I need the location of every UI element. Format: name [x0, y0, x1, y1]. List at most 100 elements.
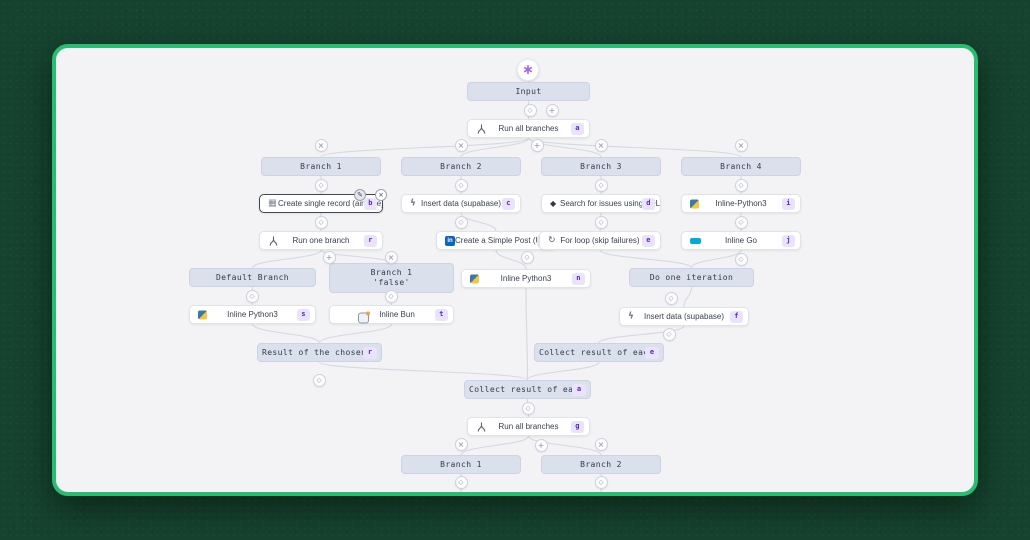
close-connector-icon[interactable]: ×	[594, 437, 608, 451]
close-connector-icon[interactable]: ×	[314, 138, 328, 152]
node-label: Run all branches	[498, 422, 559, 431]
diamond-connector-icon[interactable]: ◇	[312, 373, 326, 387]
node-label: Collect result of each iterat	[539, 347, 647, 357]
flow-edge	[525, 287, 529, 381]
node-label: Run one branch	[292, 236, 350, 245]
plus-connector-icon[interactable]: +	[322, 250, 336, 264]
close-connector-icon[interactable]: ×	[384, 250, 398, 264]
node-run-all-2[interactable]: Run all branches g	[467, 417, 590, 436]
node-label: Create a Simple Post (User) (...	[455, 236, 555, 245]
diamond-connector-icon[interactable]: ◇	[664, 291, 678, 305]
diamond-connector-icon[interactable]: ◇	[594, 475, 608, 489]
duplicate-button[interactable]: ✎	[354, 188, 366, 201]
diamond-connector-icon[interactable]: ◇	[734, 215, 748, 229]
diamond-connector-icon[interactable]: ◇	[384, 289, 398, 303]
node-label: Create single record (airtable)	[278, 199, 382, 208]
flow-edge	[251, 323, 321, 344]
node-pys[interactable]: Inline Python3 s	[189, 305, 316, 324]
flow-edge	[460, 137, 530, 158]
diamond-connector-icon[interactable]: ◇	[454, 215, 468, 229]
diamond-connector-icon[interactable]: ◇	[523, 103, 537, 117]
node-collectbranch[interactable]: Collect result of each brancha	[464, 380, 591, 399]
node-forloop[interactable]: ↻For loop (skip failures)e	[539, 231, 661, 250]
step-badge: r	[363, 346, 377, 359]
step-badge: f	[729, 310, 743, 323]
node-bb2h[interactable]: Branch 2	[541, 455, 661, 474]
node-input[interactable]: Input	[467, 82, 590, 101]
flow-edge	[318, 323, 393, 344]
flow-edge	[690, 249, 742, 269]
node-label: Default Branch	[215, 272, 290, 282]
diamond-connector-icon[interactable]: ◇	[734, 178, 748, 192]
node-label: Input	[515, 86, 542, 96]
plus-connector-icon[interactable]: +	[534, 438, 548, 452]
close-connector-icon[interactable]: ×	[734, 138, 748, 152]
node-b4h[interactable]: Branch 4	[681, 157, 801, 176]
python-icon	[690, 199, 699, 208]
close-connector-icon[interactable]: ×	[594, 138, 608, 152]
sparkle-icon: ∗	[522, 62, 534, 78]
node-bb1h[interactable]: Branch 1	[401, 455, 521, 474]
node-label: Do one iteration	[649, 272, 734, 282]
node-label: Branch 1	[370, 268, 413, 277]
diamond-connector-icon[interactable]: ◇	[245, 289, 259, 303]
node-label: Inline Bun	[379, 310, 415, 319]
jira-icon: ◆	[550, 198, 557, 208]
go-icon	[690, 237, 701, 244]
flow-edge	[598, 325, 685, 344]
diamond-connector-icon[interactable]: ◇	[594, 178, 608, 192]
diamond-connector-icon[interactable]: ◇	[454, 178, 468, 192]
diamond-connector-icon[interactable]: ◇	[454, 475, 468, 489]
plus-connector-icon[interactable]: +	[530, 138, 544, 152]
node-trigger[interactable]: ∗	[517, 59, 539, 81]
node-b1false[interactable]: Branch 1'false'	[329, 263, 454, 293]
flow-edge	[527, 80, 530, 83]
diamond-connector-icon[interactable]: ◇	[662, 327, 676, 341]
plus-connector-icon[interactable]: +	[545, 103, 559, 117]
diamond-connector-icon[interactable]: ◇	[521, 401, 535, 415]
python-icon	[470, 274, 479, 283]
diamond-connector-icon[interactable]: ◇	[314, 215, 328, 229]
node-collectiter[interactable]: Collect result of each iterate	[534, 343, 664, 362]
diamond-connector-icon[interactable]: ◇	[594, 215, 608, 229]
step-badge: j	[781, 234, 795, 247]
diamond-connector-icon[interactable]: ◇	[520, 250, 534, 264]
branch-split-icon	[476, 421, 487, 432]
step-badge: s	[296, 308, 310, 321]
diamond-connector-icon[interactable]: ◇	[734, 252, 748, 266]
flow-edge	[251, 249, 322, 269]
node-defaulth[interactable]: Default Branch	[189, 268, 316, 287]
flow-edge	[320, 137, 530, 158]
step-badge: e	[645, 346, 659, 359]
close-connector-icon[interactable]: ×	[454, 437, 468, 451]
node-label: Inline Python3	[500, 274, 552, 283]
step-badge: n	[571, 272, 585, 285]
node-label: Inline Python3	[227, 310, 278, 319]
node-b2h[interactable]: Branch 2	[401, 157, 521, 176]
node-doone[interactable]: Do one iteration	[629, 268, 754, 287]
node-jql[interactable]: ◆Search for issues using JQL (...d	[541, 194, 661, 213]
branch-split-icon	[268, 235, 279, 246]
remove-button[interactable]: ×	[375, 188, 387, 201]
node-label: Insert data (supabase)	[643, 312, 725, 321]
flow-edge	[599, 249, 693, 269]
close-connector-icon[interactable]: ×	[454, 138, 468, 152]
node-pymid[interactable]: Inline Python3 n	[461, 269, 591, 288]
node-airtable[interactable]: ▦Create single record (airtable)b✎×	[259, 188, 387, 213]
node-b3h[interactable]: Branch 3	[541, 157, 661, 176]
diamond-connector-icon[interactable]: ◇	[314, 178, 328, 192]
node-label: Run all branches	[498, 124, 559, 133]
node-b1h[interactable]: Branch 1	[261, 157, 381, 176]
node-label: Collect result of each branch	[469, 384, 574, 394]
step-badge: g	[570, 420, 584, 433]
